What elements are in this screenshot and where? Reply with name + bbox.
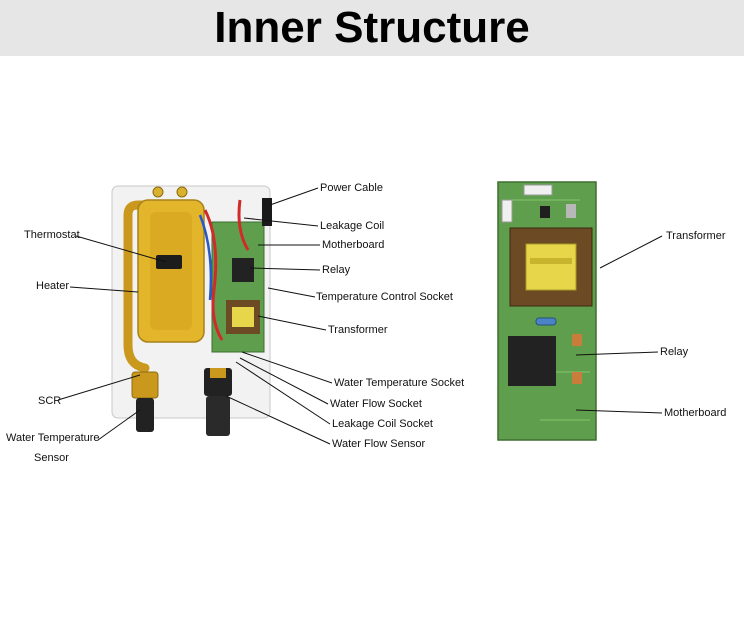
- leakage-coil-socket-leader-line: [235, 361, 331, 425]
- label-power-cable: Power Cable: [320, 182, 383, 194]
- page-title: Inner Structure: [214, 3, 530, 52]
- board-label-transformer: Transformer: [666, 230, 726, 242]
- label-water-flow-sensor: Water Flow Sensor: [332, 438, 425, 450]
- board-leader-lines: [575, 235, 663, 414]
- relay-leader-line: [249, 267, 321, 271]
- label-temp-control-socket: Temperature Control Socket: [316, 291, 453, 303]
- power-cable-leader-line: [269, 187, 319, 206]
- label-relay: Relay: [322, 264, 351, 276]
- title-bar: [0, 0, 744, 56]
- label-scr: SCR: [38, 395, 61, 407]
- board-transformer-leader-line: [599, 235, 663, 269]
- scr-leader-line: [57, 374, 141, 401]
- water-flow-sensor-leader-line: [225, 395, 331, 445]
- thermostat-leader-line: [75, 235, 167, 263]
- label-water-temp-sensor-line2: Sensor: [34, 452, 69, 464]
- board-relay-leader-line: [575, 351, 659, 356]
- board-label-relay: Relay: [660, 346, 689, 358]
- label-leakage-coil-socket: Leakage Coil Socket: [332, 418, 433, 430]
- left-leader-lines: [57, 235, 167, 441]
- label-water-flow-socket: Water Flow Socket: [330, 398, 422, 410]
- label-water-temp-sensor-line1: Water Temperature: [6, 432, 100, 444]
- leakage-coil-leader-line: [243, 217, 319, 227]
- water-flow-socket-leader-line: [239, 357, 329, 405]
- circuit-board-illustration: [497, 181, 597, 441]
- board-motherboard-leader-line: [575, 409, 663, 414]
- right-leader-lines: [225, 187, 333, 445]
- label-leakage-coil: Leakage Coil: [320, 220, 384, 232]
- heater-leader-line: [69, 286, 139, 293]
- label-water-temp-socket: Water Temperature Socket: [334, 377, 464, 389]
- temp-control-socket-leader-line: [267, 287, 316, 298]
- label-heater: Heater: [36, 280, 69, 292]
- label-transformer: Transformer: [328, 324, 388, 336]
- label-thermostat: Thermostat: [24, 229, 80, 241]
- transformer-leader-line: [257, 315, 327, 331]
- label-motherboard: Motherboard: [322, 239, 384, 251]
- board-label-motherboard: Motherboard: [664, 407, 726, 419]
- water-temp-sensor-leader-line: [97, 409, 141, 441]
- heater-unit-illustration: [111, 185, 272, 436]
- water-temp-socket-leader-line: [241, 351, 333, 384]
